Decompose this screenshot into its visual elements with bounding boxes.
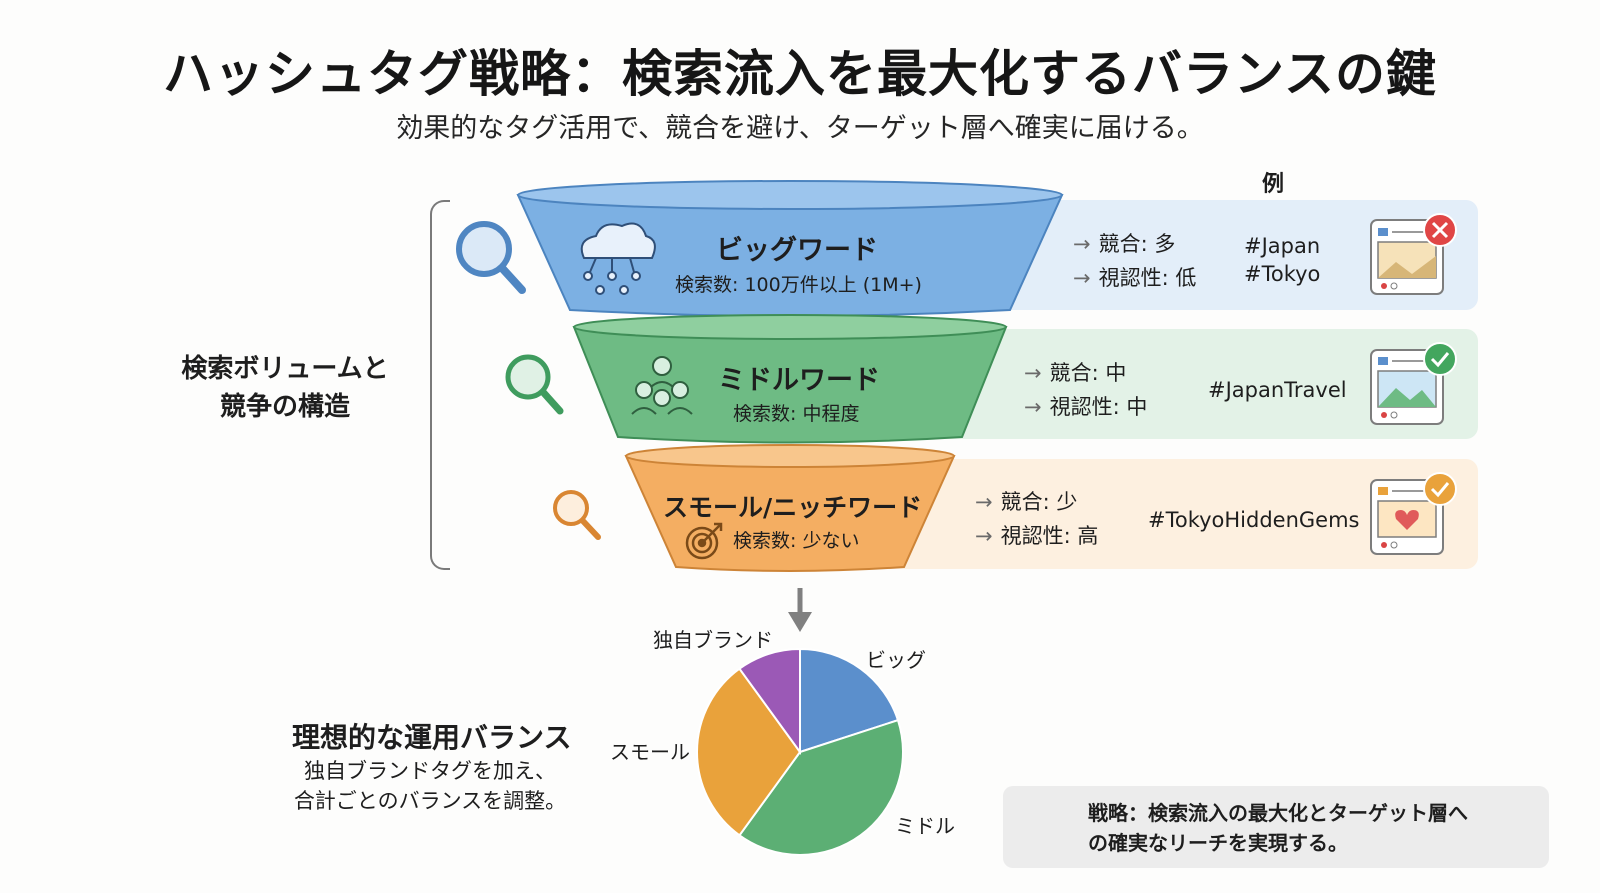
- competition-small: →競合: 少: [975, 486, 1077, 516]
- balance-description-line-2: 合計ごとのバランスを調整。: [280, 786, 580, 816]
- check-badge-icon: [1424, 343, 1456, 375]
- tier-volume-small: 検索数: 少ない: [733, 526, 859, 553]
- strategy-text: 戦略：検索流入の最大化とターゲット層へ の確実なリーチを実現する。: [1088, 798, 1538, 858]
- check-badge-icon: [1424, 473, 1456, 505]
- down-arrow-icon: [788, 588, 812, 632]
- tag-japan: #Japan: [1244, 232, 1320, 260]
- visibility-big: →視認性: 低: [1073, 262, 1196, 292]
- tier-name-small: スモール/ニッチワード: [663, 488, 922, 524]
- pie-label-brand: 独自ブランド: [653, 624, 773, 653]
- tag-japantravel: #JapanTravel: [1208, 376, 1347, 404]
- tier-name-big: ビッグワード: [716, 228, 878, 267]
- strategy-text-line-2: の確実なリーチを実現する。: [1088, 828, 1538, 858]
- balance-pie-chart: [697, 649, 903, 855]
- tag-tokyo: #Tokyo: [1244, 260, 1320, 288]
- search-icon: [459, 224, 522, 290]
- pie-label-small: スモール: [610, 736, 690, 765]
- x-badge-icon: [1424, 214, 1456, 246]
- strategy-text-line-1: 戦略：検索流入の最大化とターゲット層へ: [1088, 798, 1538, 828]
- pie-label-middle: ミドル: [895, 810, 955, 839]
- competition-middle: →競合: 中: [1024, 357, 1126, 387]
- tag-tokyohiddengems: #TokyoHiddenGems: [1148, 506, 1360, 534]
- balance-title: 理想的な運用バランス: [292, 716, 571, 756]
- balance-description-line-1: 独自ブランドタグを加え、: [280, 756, 580, 786]
- visibility-middle: →視認性: 中: [1024, 391, 1147, 421]
- competition-big: →競合: 多: [1073, 228, 1175, 258]
- balance-description: 独自ブランドタグを加え、 合計ごとのバランスを調整。: [280, 756, 580, 816]
- pie-label-big: ビッグ: [866, 644, 926, 673]
- tier-volume-big: 検索数: 100万件以上 (1M+): [675, 270, 922, 297]
- search-icon: [555, 492, 598, 537]
- search-icon: [508, 357, 560, 411]
- tier-name-middle: ミドルワード: [718, 358, 880, 397]
- tier-volume-middle: 検索数: 中程度: [733, 399, 859, 426]
- visibility-small: →視認性: 高: [975, 520, 1098, 550]
